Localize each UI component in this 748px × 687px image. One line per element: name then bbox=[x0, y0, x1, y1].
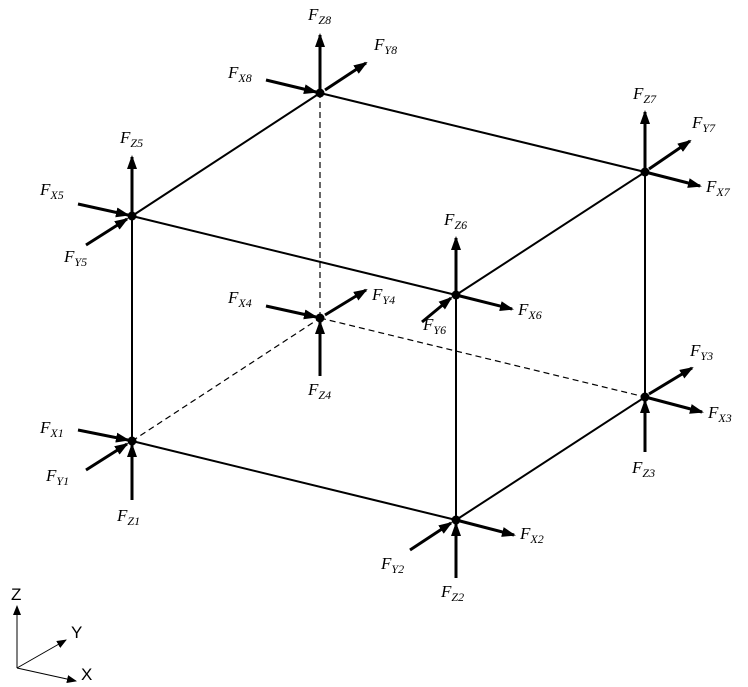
force-arrow-x4 bbox=[265, 304, 318, 320]
edge-8-5 bbox=[131, 92, 321, 217]
axes-indicator: Z Y X bbox=[11, 585, 92, 684]
label-fy5: FY5 bbox=[63, 247, 87, 269]
node-8 bbox=[315, 88, 325, 98]
node-1 bbox=[127, 436, 137, 446]
hidden-edge-4-3 bbox=[319, 317, 646, 398]
axis-y-line bbox=[16, 639, 67, 669]
axis-x-label: X bbox=[81, 665, 92, 684]
force-arrow-x6 bbox=[459, 294, 514, 311]
node-6 bbox=[451, 290, 461, 300]
label-fy3: FY3 bbox=[689, 341, 713, 363]
edge-2-3 bbox=[455, 396, 646, 521]
label-fz6: FZ6 bbox=[443, 210, 467, 232]
label-fx6: FX6 bbox=[517, 300, 542, 322]
force-arrow-y4 bbox=[324, 288, 368, 317]
force-arrow-x1 bbox=[77, 428, 130, 443]
label-fz8: FZ8 bbox=[307, 5, 331, 27]
label-fx4: FX4 bbox=[227, 288, 252, 310]
label-fx8: FX8 bbox=[227, 63, 252, 85]
hidden-edge-1-4 bbox=[131, 317, 321, 442]
force-arrow-x8 bbox=[265, 78, 318, 95]
label-fx1: FX1 bbox=[39, 418, 64, 440]
label-fz5: FZ5 bbox=[119, 128, 143, 150]
label-fy1: FY1 bbox=[45, 466, 69, 488]
edge-7-8 bbox=[319, 92, 646, 173]
cube-nodes bbox=[127, 88, 650, 525]
label-fy7: FY7 bbox=[691, 113, 716, 135]
edge-5-6 bbox=[131, 215, 457, 296]
label-fz3: FZ3 bbox=[631, 458, 655, 480]
label-fz2: FZ2 bbox=[440, 582, 464, 604]
force-labels: FX1 FY1 FZ1 FX2 FY2 FZ2 FX3 FY3 FZ3 FX4 … bbox=[39, 5, 732, 604]
force-arrow-y6 bbox=[421, 296, 453, 324]
force-arrow-y8 bbox=[324, 61, 368, 92]
label-fx5: FX5 bbox=[39, 180, 64, 202]
force-arrow-x3 bbox=[648, 396, 704, 414]
label-fx3: FX3 bbox=[707, 403, 732, 425]
node-2 bbox=[451, 515, 461, 525]
force-arrow-x2 bbox=[459, 519, 516, 537]
axis-y-label: Y bbox=[71, 623, 82, 642]
label-fx7: FX7 bbox=[705, 177, 731, 199]
edge-6-7 bbox=[455, 171, 646, 296]
label-fy4: FY4 bbox=[371, 285, 395, 307]
force-arrow-y2 bbox=[409, 521, 453, 552]
label-fz7: FZ7 bbox=[632, 84, 657, 106]
node-5 bbox=[127, 211, 137, 221]
force-arrow-y3 bbox=[648, 366, 694, 396]
label-fx2: FX2 bbox=[519, 524, 544, 546]
node-7 bbox=[640, 167, 650, 177]
node-3 bbox=[640, 392, 650, 402]
label-fy2: FY2 bbox=[380, 554, 404, 576]
axis-z-label: Z bbox=[11, 585, 21, 604]
force-arrows bbox=[77, 33, 704, 578]
node-4 bbox=[315, 313, 325, 323]
force-arrow-y1 bbox=[85, 442, 129, 472]
label-fy8: FY8 bbox=[373, 35, 397, 57]
force-arrow-x7 bbox=[648, 171, 702, 188]
cube-edges bbox=[131, 92, 646, 521]
axis-x-line bbox=[16, 667, 77, 683]
force-arrow-x5 bbox=[77, 202, 130, 218]
label-fz4: FZ4 bbox=[307, 380, 331, 402]
force-arrow-y7 bbox=[648, 139, 692, 171]
edge-1-2 bbox=[131, 440, 457, 521]
force-arrow-y5 bbox=[85, 217, 129, 247]
label-fy6: FY6 bbox=[422, 315, 446, 337]
label-fz1: FZ1 bbox=[116, 506, 140, 528]
